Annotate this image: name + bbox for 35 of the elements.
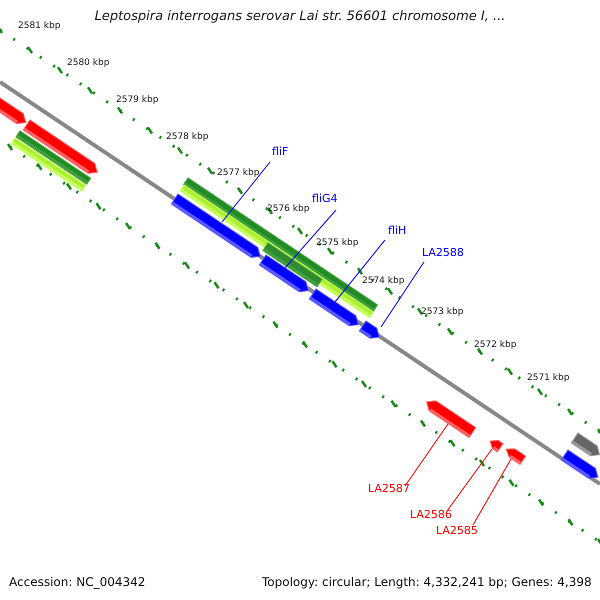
leader-line — [334, 240, 386, 302]
scale-label: 2581 kbp — [18, 22, 60, 32]
leader-line — [284, 210, 336, 268]
scale-label: 2575 kbp — [316, 239, 358, 249]
scale-label: 2579 kbp — [116, 96, 158, 106]
gene-block — [490, 440, 504, 453]
chart-title: Leptospira interrogans serovar Lai str. 56601 chromosome I, ... — [94, 10, 506, 24]
gene-block — [358, 320, 380, 339]
scale-label: 2577 kbp — [217, 169, 260, 179]
gene-label: fliF — [272, 146, 288, 158]
scale-label: 2571 kbp — [527, 374, 570, 384]
gene-block — [258, 254, 309, 292]
gene-block — [170, 193, 261, 258]
gene-block — [308, 288, 359, 326]
scale-label: 2572 kbp — [474, 341, 516, 351]
leader-line — [446, 448, 492, 512]
leader-line — [222, 162, 270, 222]
scale-label: 2576 kbp — [267, 205, 310, 215]
scale-label: 2578 kbp — [166, 133, 208, 143]
scale-label: 2580 kbp — [67, 59, 110, 69]
leader-line — [404, 424, 448, 486]
leader-line — [472, 458, 512, 526]
gene-label: fliG4 — [312, 193, 338, 206]
gene-block — [506, 448, 526, 466]
gene-label: LA2587 — [368, 483, 410, 496]
gene-label: LA2588 — [422, 247, 464, 260]
gene-label: LA2585 — [436, 525, 478, 538]
scale-label: 2574 kbp — [362, 277, 404, 287]
gene-block — [426, 400, 476, 438]
footer-text: Topology: circular; Length: 4,332,241 bp; Genes: 4,398 — [262, 576, 592, 590]
gene-label: LA2586 — [410, 509, 452, 522]
scale-label: 2573 kbp — [421, 308, 464, 318]
gene-label: fliH — [388, 225, 406, 238]
leader-line — [380, 262, 424, 328]
footer-text: Accession: NC_004342 — [9, 576, 146, 590]
